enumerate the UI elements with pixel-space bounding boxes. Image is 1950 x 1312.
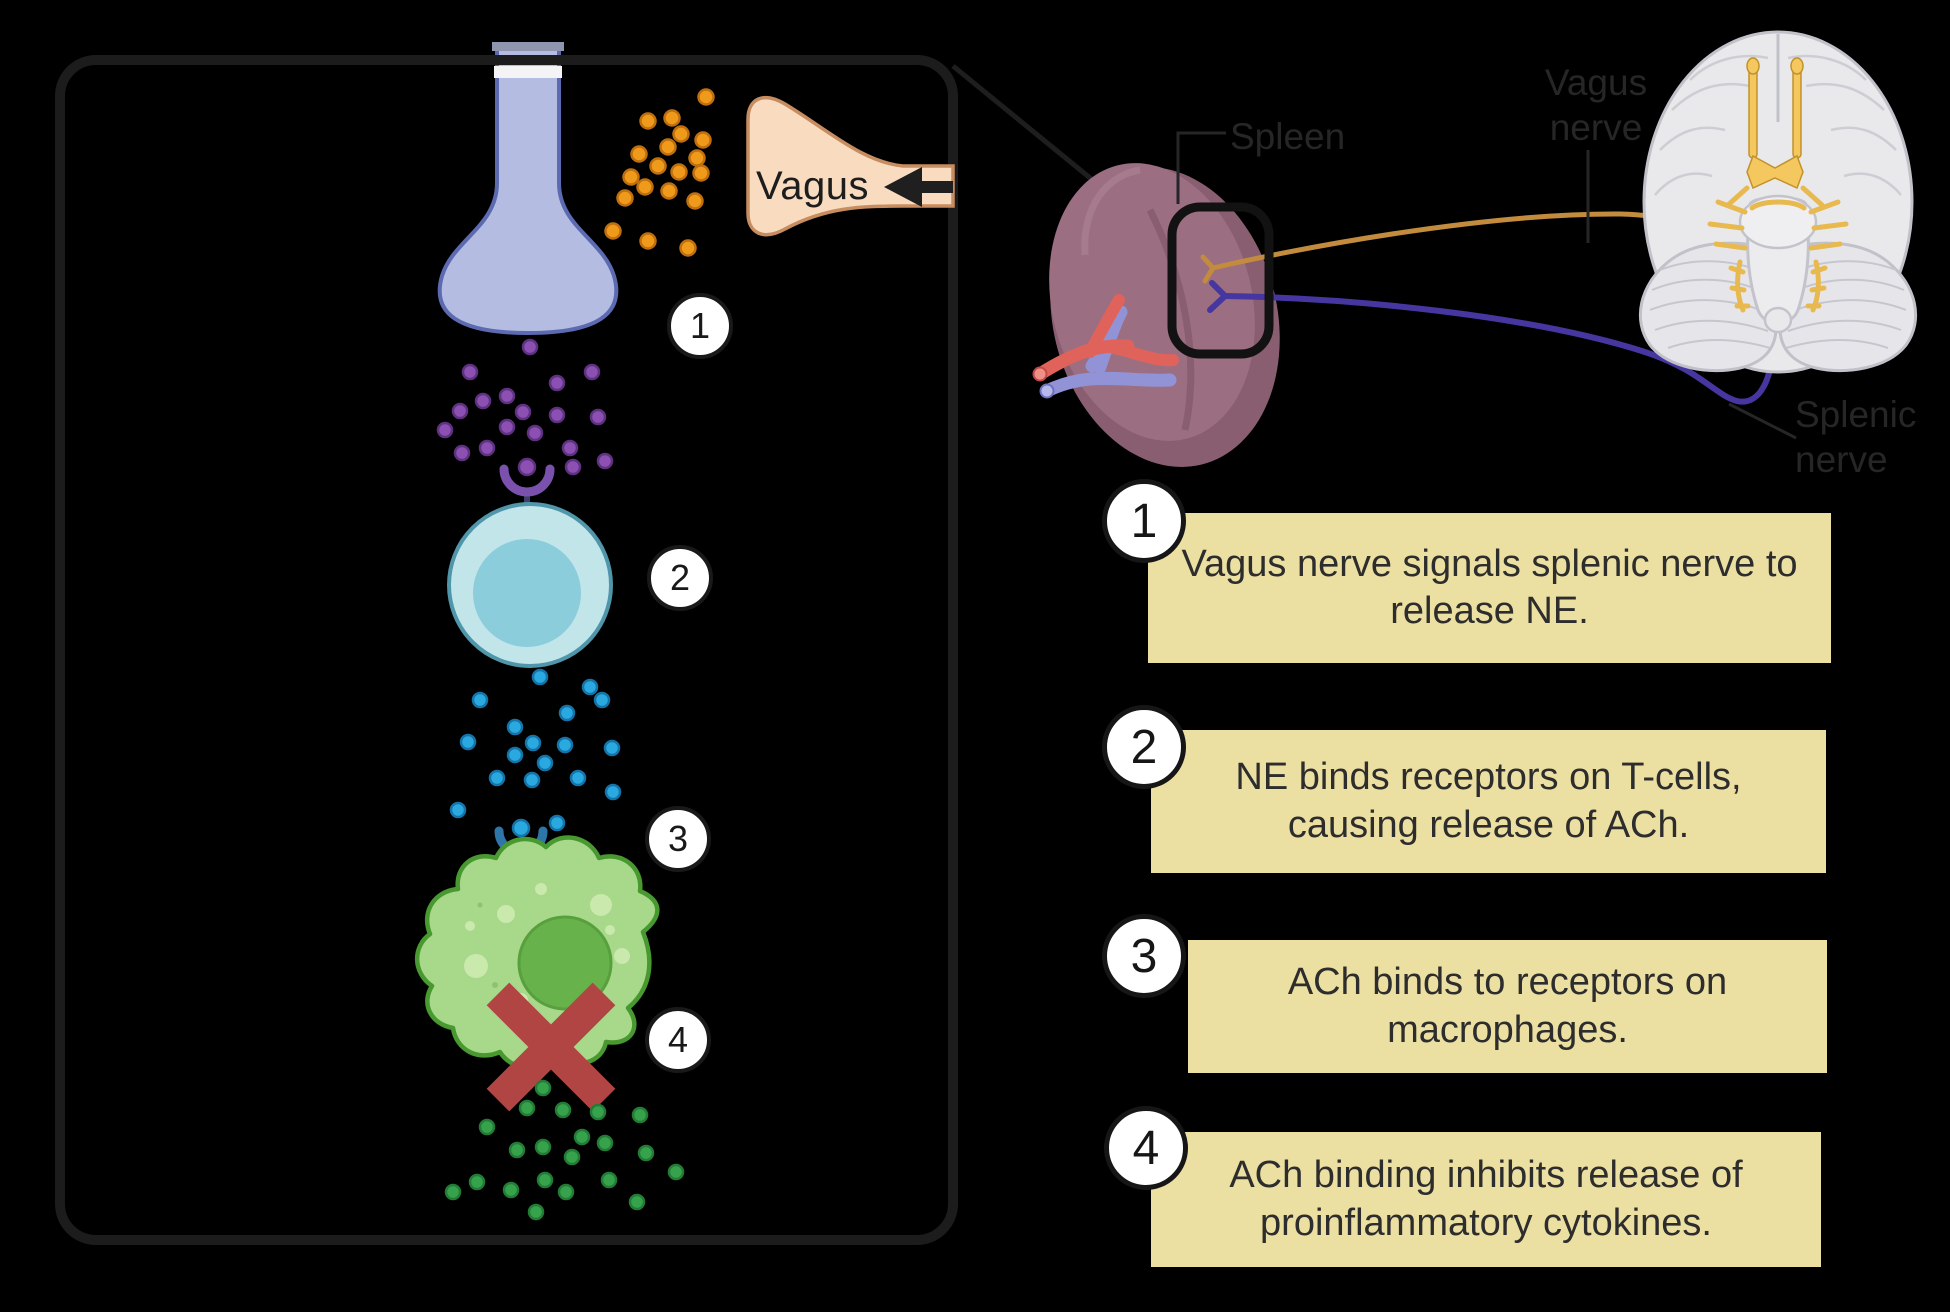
step-1-number: 1 bbox=[1102, 479, 1186, 563]
step-1-text: Vagus nerve signals splenic nerve to rel… bbox=[1148, 513, 1831, 663]
ach-dots bbox=[449, 668, 622, 832]
brain-gyri bbox=[1654, 54, 1902, 196]
vagus-nerve-label: Vagus nerve bbox=[1544, 62, 1648, 149]
step-4-text: ACh binding inhibits release of proinfla… bbox=[1151, 1132, 1821, 1267]
vagus-funnel-label: Vagus bbox=[756, 164, 869, 208]
cytokine-dots bbox=[444, 1079, 685, 1221]
splenic-nerve-label: Splenic nerve bbox=[1795, 394, 1917, 481]
cerebellum bbox=[1638, 241, 1918, 373]
spleen-illustration bbox=[1032, 163, 1280, 467]
splenic-vessels bbox=[1032, 294, 1179, 399]
neuron-terminal bbox=[437, 42, 619, 336]
spleen-zoom-box bbox=[1167, 202, 1274, 359]
spleen-label: Spleen bbox=[1230, 116, 1346, 157]
macrophage-vesicles bbox=[464, 883, 630, 1018]
t-cell bbox=[447, 457, 613, 668]
ne-dots bbox=[604, 88, 715, 257]
cranial-nerves bbox=[1707, 57, 1849, 313]
panel-marker-3: 3 bbox=[645, 806, 711, 872]
step-3-text: ACh binds to receptors on macrophages. bbox=[1188, 940, 1827, 1073]
panel-marker-1: 1 bbox=[667, 293, 733, 359]
step-3-number: 3 bbox=[1102, 914, 1186, 998]
brainstem bbox=[1738, 194, 1818, 334]
step-2-number: 2 bbox=[1102, 705, 1186, 789]
step-2-text: NE binds receptors on T-cells, causing r… bbox=[1151, 730, 1826, 873]
left-arrow-icon bbox=[884, 167, 953, 207]
panel-marker-4: 4 bbox=[645, 1007, 711, 1073]
vagus-funnel bbox=[746, 96, 955, 237]
panel-marker-2: 2 bbox=[647, 545, 713, 611]
magnified-panel-border bbox=[55, 55, 958, 1245]
ne-receptor-icon bbox=[499, 457, 555, 497]
label-connectors bbox=[1176, 131, 1797, 440]
step-4-number: 4 bbox=[1104, 1106, 1188, 1190]
inhibit-x-icon bbox=[486, 982, 616, 1112]
brain-illustration bbox=[1638, 30, 1918, 374]
ne-released-dots bbox=[436, 338, 614, 476]
macrophage bbox=[415, 818, 660, 1112]
